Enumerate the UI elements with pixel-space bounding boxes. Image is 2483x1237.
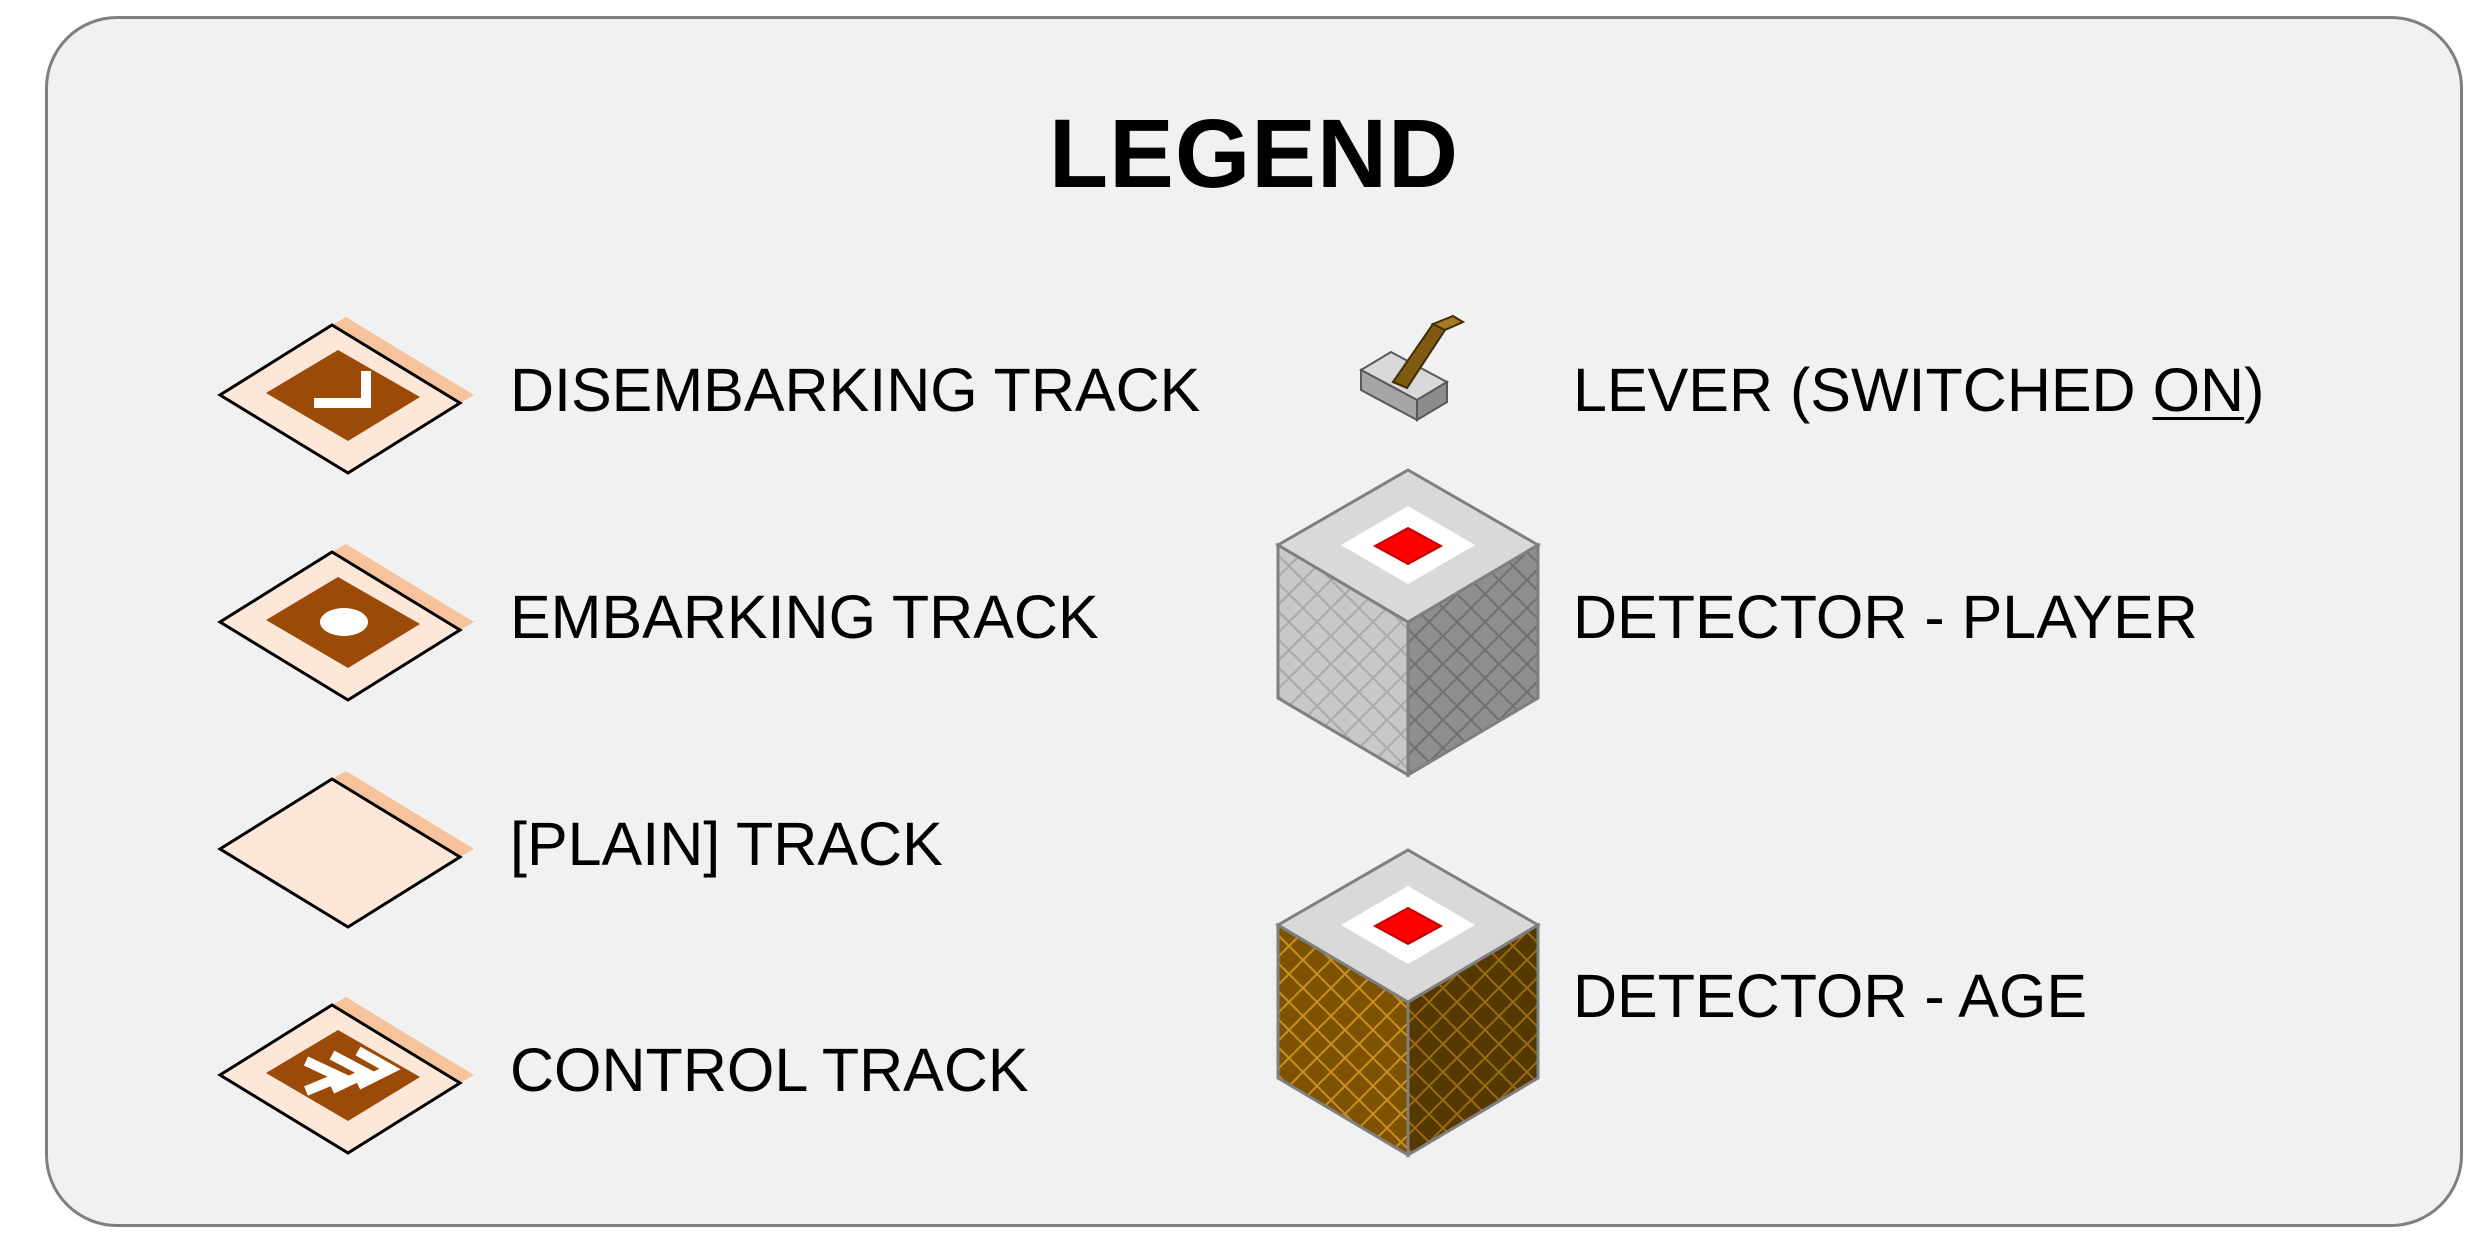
lever-label-suffix: ) — [2244, 356, 2265, 424]
detector-age-icon — [1275, 848, 1541, 1158]
legend-label-control-track: CONTROL TRACK — [510, 1036, 1029, 1104]
legend-label-plain-track: [PLAIN] TRACK — [510, 810, 943, 878]
lever-label-on: ON — [2152, 356, 2245, 424]
legend-label-embarking-track: EMBARKING TRACK — [510, 583, 1099, 651]
lever-icon — [1358, 314, 1466, 422]
control-track-icon — [217, 997, 474, 1155]
legend-label-disembarking-track: DISEMBARKING TRACK — [510, 356, 1201, 424]
plain-track-icon — [217, 771, 474, 929]
legend-label-lever: LEVER (SWITCHED ON) — [1573, 360, 2264, 421]
disembarking-track-icon — [217, 317, 474, 475]
embarking-track-icon — [217, 544, 474, 702]
lever-label-prefix: LEVER (SWITCHED — [1573, 356, 2153, 424]
legend-label-detector-player: DETECTOR - PLAYER — [1573, 583, 2198, 651]
legend-label-detector-age: DETECTOR - AGE — [1573, 962, 2088, 1030]
detector-player-icon — [1275, 468, 1541, 778]
legend-title: LEGEND — [1048, 99, 1460, 208]
